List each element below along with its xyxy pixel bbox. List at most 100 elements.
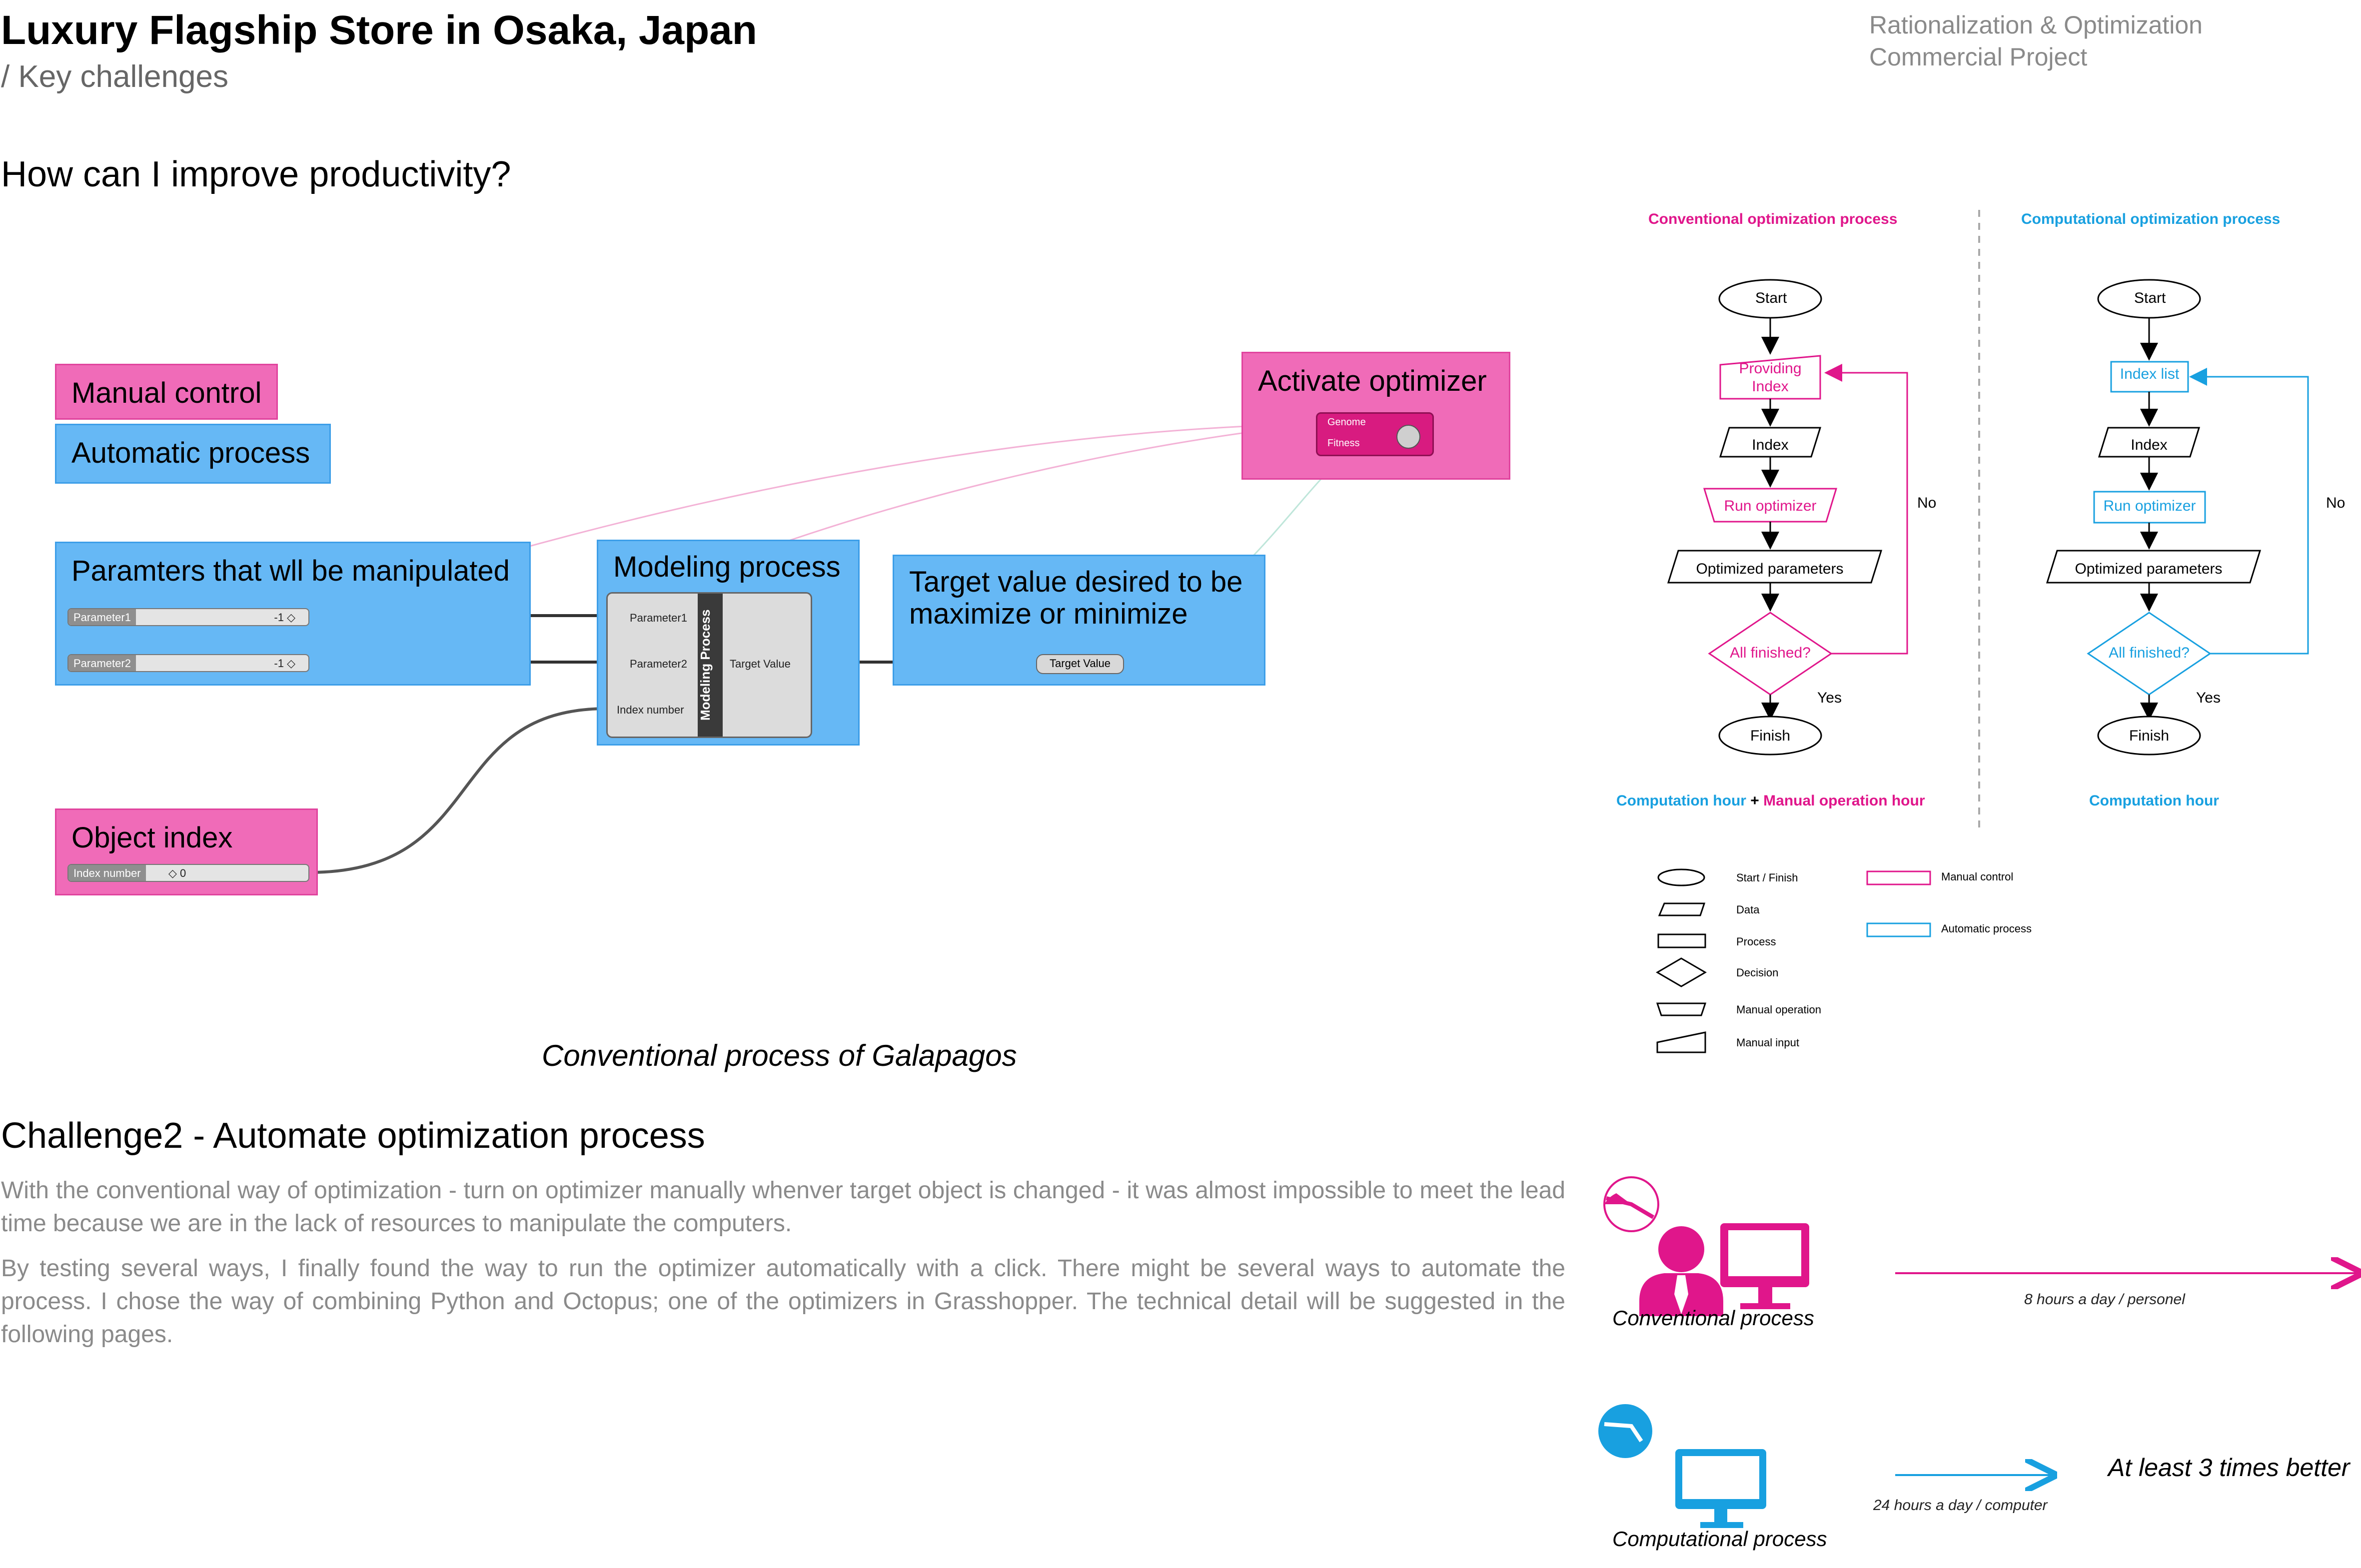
target-value-group: Target value desired to be maximize or m… <box>893 555 1265 686</box>
left-run-optimizer-shape <box>1703 488 1838 523</box>
output-target-value: Target Value <box>730 658 791 670</box>
conventional-process-label: Conventional process <box>1612 1306 1814 1330</box>
legend-decision: Decision <box>1736 966 1779 979</box>
right-all-finished-text: All finished? <box>2109 645 2190 661</box>
left-finish-text: Finish <box>1750 728 1791 744</box>
conventional-clock-icon <box>1603 1176 1659 1232</box>
left-footer-plus: + <box>1750 792 1759 809</box>
legend-decision-shape <box>1656 957 1707 987</box>
challenge-paragraph-1: With the conventional way of optimizatio… <box>1 1177 1565 1237</box>
monitor-blue-icon <box>1675 1449 1766 1528</box>
target-value-param[interactable]: Target Value <box>1036 654 1124 674</box>
right-loop-line <box>2189 368 2309 655</box>
diagram-caption: Conventional process of Galapagos <box>542 1039 1017 1072</box>
legend-process: Process <box>1736 935 1776 948</box>
parameter2-tag: Parameter2 <box>68 655 136 671</box>
challenge-paragraph-2: By testing several ways, I finally found… <box>1 1255 1565 1348</box>
right-index-shape <box>2098 427 2201 458</box>
automatic-process-label: Automatic process <box>71 437 310 469</box>
right-run-optimizer-text: Run optimizer <box>2103 498 2196 514</box>
flowcharts <box>1656 210 2309 1053</box>
index-number-slider[interactable]: Index number ◇ 0 <box>67 864 309 882</box>
legend-manual-control-shape <box>1866 870 1931 885</box>
right-finish-shape <box>2097 716 2201 756</box>
component-name-band: Modeling Process <box>698 594 723 737</box>
right-index-list-text: Index list <box>2120 366 2180 382</box>
left-providing-index-text: Providing Index <box>1720 360 1820 396</box>
input-parameter1: Parameter1 <box>630 612 687 624</box>
left-loop-line <box>1824 364 1908 655</box>
parameter1-tag: Parameter1 <box>68 609 136 625</box>
left-footer-manual: Manual operation hour <box>1763 792 1925 809</box>
parameter1-slider[interactable]: Parameter1 -1 ◇ <box>67 608 309 626</box>
right-run-optimizer-shape <box>2093 491 2206 524</box>
input-parameter2: Parameter2 <box>630 658 687 670</box>
wire-index-number <box>308 707 606 874</box>
person-icon <box>1639 1226 1723 1316</box>
galapagos-icon <box>1396 425 1420 449</box>
legend-manual-operation: Manual operation <box>1736 1003 1822 1016</box>
right-yes-label: Yes <box>2196 690 2221 706</box>
galapagos-component[interactable]: Genome Fitness <box>1316 412 1434 456</box>
automatic-process-box: Automatic process <box>55 424 331 484</box>
left-no-label: No <box>1917 495 1937 511</box>
left-providing-index-shape <box>1719 355 1821 400</box>
left-start-text: Start <box>1755 290 1787 306</box>
monitor-pink-icon <box>1720 1223 1809 1309</box>
parameters-group: Paramters that wll be manipulated Parame… <box>55 542 531 686</box>
left-index-shape <box>1719 427 1822 458</box>
activate-optimizer-group: Activate optimizer Genome Fitness <box>1241 352 1510 480</box>
legend-process-shape <box>1657 933 1706 948</box>
legend-data: Data <box>1736 903 1760 916</box>
legend-manual-input: Manual input <box>1736 1036 1799 1049</box>
computational-flowchart-title: Computational optimization process <box>2021 211 2281 227</box>
right-optimized-parameters-text: Optimized parameters <box>2075 561 2223 577</box>
target-value-label: Target value desired to be maximize or m… <box>909 566 1242 630</box>
right-no-label: No <box>2326 495 2346 511</box>
conventional-flowchart-title: Conventional optimization process <box>1648 211 1898 227</box>
comparison-result: At least 3 times better <box>2108 1454 2350 1482</box>
target-label-line-1: Target value desired to be <box>909 566 1243 598</box>
legend-automatic-process: Automatic process <box>1941 922 2032 935</box>
category-line-1: Rationalization & Optimization <box>1869 11 2203 39</box>
parameter1-value: -1 ◇ <box>274 611 295 624</box>
challenge-heading: Challenge2 - Automate optimization proce… <box>1 1116 705 1156</box>
parameters-group-label: Paramters that wll be manipulated <box>71 555 510 587</box>
right-start-text: Start <box>2134 290 2166 306</box>
right-index-text: Index <box>2131 437 2168 453</box>
index-number-value: ◇ 0 <box>168 867 186 879</box>
category-line-2: Commercial Project <box>1869 43 2088 71</box>
fitness-input-label: Fitness <box>1327 438 1360 449</box>
legend-manual-control: Manual control <box>1941 870 2014 883</box>
computational-clock-icon <box>1598 1404 1652 1458</box>
conventional-hours: 8 hours a day / personel <box>2024 1291 2185 1308</box>
legend-start-finish-shape <box>1657 868 1705 886</box>
right-footer: Computation hour <box>2089 792 2219 809</box>
manual-control-label: Manual control <box>71 377 262 409</box>
left-footer-computation: Computation hour <box>1616 792 1746 809</box>
page-title: Luxury Flagship Store in Osaka, Japan <box>1 7 757 53</box>
left-run-optimizer-text: Run optimizer <box>1724 498 1817 514</box>
modeling-process-group: Modeling process Parameter1 Parameter2 I… <box>597 540 860 746</box>
left-finish-shape <box>1718 716 1822 756</box>
manual-control-box: Manual control <box>55 364 278 420</box>
left-yes-label: Yes <box>1817 690 1842 706</box>
providing-line-1: Providing <box>1739 360 1802 377</box>
input-index-number: Index number <box>617 704 684 716</box>
parameter2-value: -1 ◇ <box>274 657 295 670</box>
computational-hours: 24 hours a day / computer <box>1873 1497 2048 1514</box>
process-comparison-graphics <box>1598 1176 2361 1528</box>
legend-manual-operation-shape <box>1656 1002 1707 1016</box>
target-label-line-2: maximize or minimize <box>909 598 1188 630</box>
genome-input-label: Genome <box>1327 417 1366 428</box>
providing-line-2: Index <box>1752 378 1789 395</box>
computational-process-label: Computational process <box>1612 1527 1827 1551</box>
legend-data-shape <box>1658 902 1706 916</box>
parameter2-slider[interactable]: Parameter2 -1 ◇ <box>67 654 309 672</box>
left-index-text: Index <box>1752 437 1789 453</box>
modeling-process-component[interactable]: Parameter1 Parameter2 Index number Model… <box>606 592 812 738</box>
modeling-process-label: Modeling process <box>613 551 841 583</box>
right-optimized-parameters-shape <box>2046 550 2262 584</box>
legend-manual-input-shape <box>1656 1031 1706 1053</box>
legend-start-finish: Start / Finish <box>1736 871 1798 884</box>
